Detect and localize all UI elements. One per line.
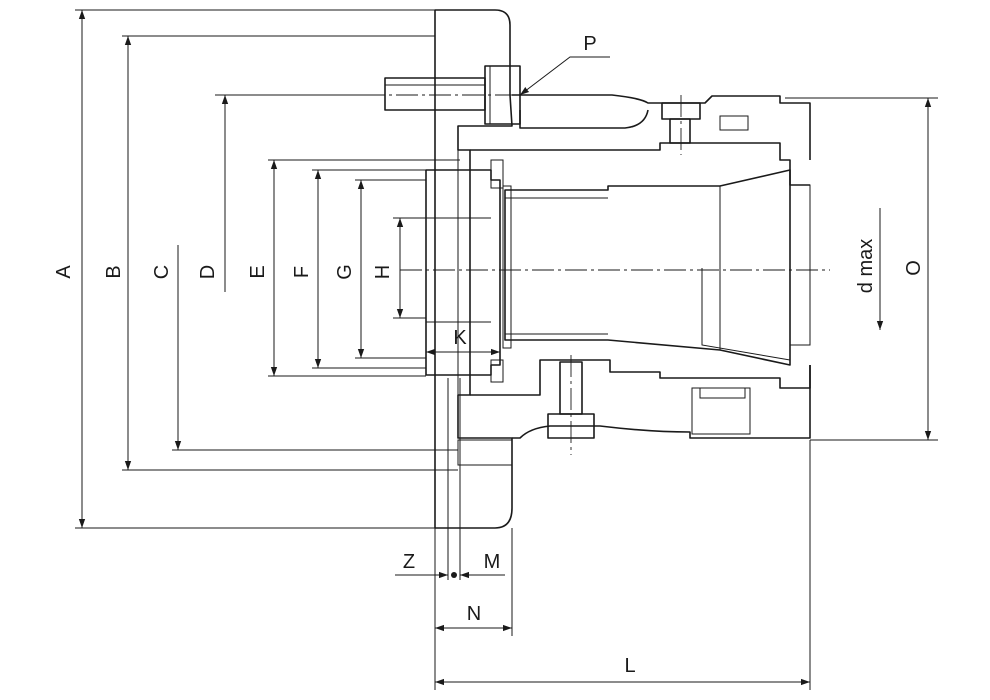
label-H: H bbox=[372, 265, 394, 279]
dimension-lines bbox=[75, 9, 938, 690]
flange-outline bbox=[434, 9, 513, 529]
leader-P bbox=[519, 56, 610, 96]
lower-keyway bbox=[691, 387, 751, 435]
lower-body-contour bbox=[512, 365, 811, 439]
label-C: C bbox=[151, 265, 173, 279]
label-O: O bbox=[903, 260, 925, 276]
nose-ring bbox=[790, 184, 811, 346]
lower-inner-step bbox=[470, 359, 811, 396]
label-Z: Z bbox=[403, 551, 415, 573]
upper-body-contour bbox=[512, 94, 811, 160]
center-lines bbox=[330, 94, 830, 455]
flange-lower-detail bbox=[457, 439, 513, 466]
label-F: F bbox=[291, 266, 313, 278]
upper-keyway bbox=[719, 115, 749, 131]
label-K: K bbox=[453, 327, 467, 349]
label-M: M bbox=[484, 551, 501, 573]
upper-pocket bbox=[519, 109, 649, 129]
label-G: G bbox=[334, 264, 356, 280]
upper-inner-step bbox=[470, 142, 810, 186]
label-A: A bbox=[53, 265, 75, 279]
label-P: P bbox=[583, 33, 596, 55]
label-B: B bbox=[103, 265, 125, 278]
collet-chuck-body bbox=[384, 9, 811, 529]
collet-bore bbox=[701, 268, 791, 361]
label-D: D bbox=[197, 265, 219, 279]
label-N: N bbox=[467, 603, 481, 625]
label-L: L bbox=[624, 655, 635, 677]
collet-outline bbox=[504, 169, 791, 366]
dimension-labels: A B C D E F G H K P d max O Z M N L bbox=[53, 33, 925, 677]
label-E: E bbox=[247, 265, 269, 278]
label-d-max: d max bbox=[855, 239, 877, 293]
